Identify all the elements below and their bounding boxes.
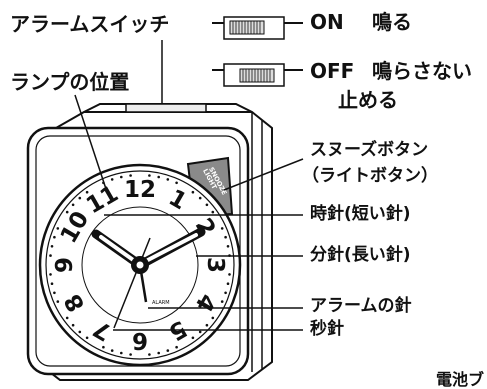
clock-hands [91, 227, 206, 329]
minute-dot [191, 336, 195, 340]
minute-dot [175, 181, 178, 185]
minute-dot [191, 190, 195, 194]
minute-dot [102, 345, 105, 349]
minute-dot [224, 291, 227, 295]
minute-dot [78, 330, 82, 334]
minute-dot [211, 210, 215, 214]
label-battery-partial: 電池ブ [436, 370, 485, 389]
switch-on-illustration [212, 16, 303, 40]
minute-dot [166, 349, 170, 352]
minute-dot [85, 336, 89, 340]
label-on: ON [310, 10, 344, 34]
minute-dot [220, 300, 224, 303]
dial-number-9: 9 [52, 257, 78, 273]
minute-dots [49, 174, 231, 356]
minute-dot [50, 245, 54, 248]
dial-number-6: 6 [132, 327, 148, 353]
minute-dot [120, 351, 123, 355]
minute-dot [220, 227, 224, 230]
minute-dot [53, 291, 56, 295]
minute-dot [157, 175, 160, 179]
minute-dot [56, 227, 60, 230]
minute-dot [148, 353, 151, 356]
minute-dot [211, 316, 215, 320]
minute-dot [205, 203, 209, 207]
label-second-hand: 秒針 [310, 319, 344, 339]
label-on-desc: 鳴る [372, 10, 412, 34]
minute-dot [56, 300, 60, 303]
alarm-mark: ALARM [152, 300, 170, 306]
minute-dot [129, 353, 132, 356]
minute-dot [71, 323, 75, 327]
label-lamp-position: ランプの位置 [10, 70, 130, 94]
minute-dot [226, 282, 230, 286]
minute-dot [205, 323, 209, 327]
minute-dot [71, 203, 75, 207]
label-minute-hand: 分針(長い針) [310, 245, 411, 265]
minute-dot [53, 235, 56, 239]
minute-dot [85, 190, 89, 194]
leader-lamp [74, 94, 108, 193]
minute-dot [198, 196, 202, 200]
minute-dot [50, 282, 54, 286]
minute-dot [224, 235, 227, 239]
label-alarm-hand: アラームの針 [310, 296, 412, 316]
label-alarm-switch: アラームスイッチ [10, 12, 170, 36]
minute-dot [157, 351, 160, 355]
callout-lines [74, 40, 304, 331]
label-light-button: （ライトボタン） [302, 166, 438, 186]
minute-dot [110, 178, 114, 181]
label-off: OFF [310, 59, 355, 83]
label-off-desc-2: 止める [338, 88, 398, 112]
label-hour-hand: 時針(短い針) [310, 204, 411, 224]
minute-dot [226, 245, 230, 248]
minute-dot [110, 349, 114, 352]
minute-dot [228, 273, 231, 276]
dial-number-12: 12 [124, 177, 156, 203]
minute-dot [175, 345, 178, 349]
dial-number-3: 3 [202, 257, 228, 273]
label-snooze-button: スヌーズボタン [310, 140, 429, 160]
minute-dot [49, 273, 52, 276]
second-hand [113, 237, 151, 329]
top-switch-slot [125, 103, 207, 113]
label-off-desc-1: 鳴らさない [372, 59, 472, 83]
minute-dot [120, 175, 123, 179]
minute-dot [65, 210, 69, 214]
minute-dot [78, 196, 82, 200]
minute-dot [129, 174, 132, 177]
leader-snooze [223, 158, 304, 191]
switch-off-illustration [212, 63, 303, 87]
minute-dot [198, 330, 202, 334]
minute-dot [148, 174, 151, 177]
minute-dot [65, 316, 69, 320]
minute-dot [49, 254, 52, 257]
minute-dot [166, 178, 170, 181]
